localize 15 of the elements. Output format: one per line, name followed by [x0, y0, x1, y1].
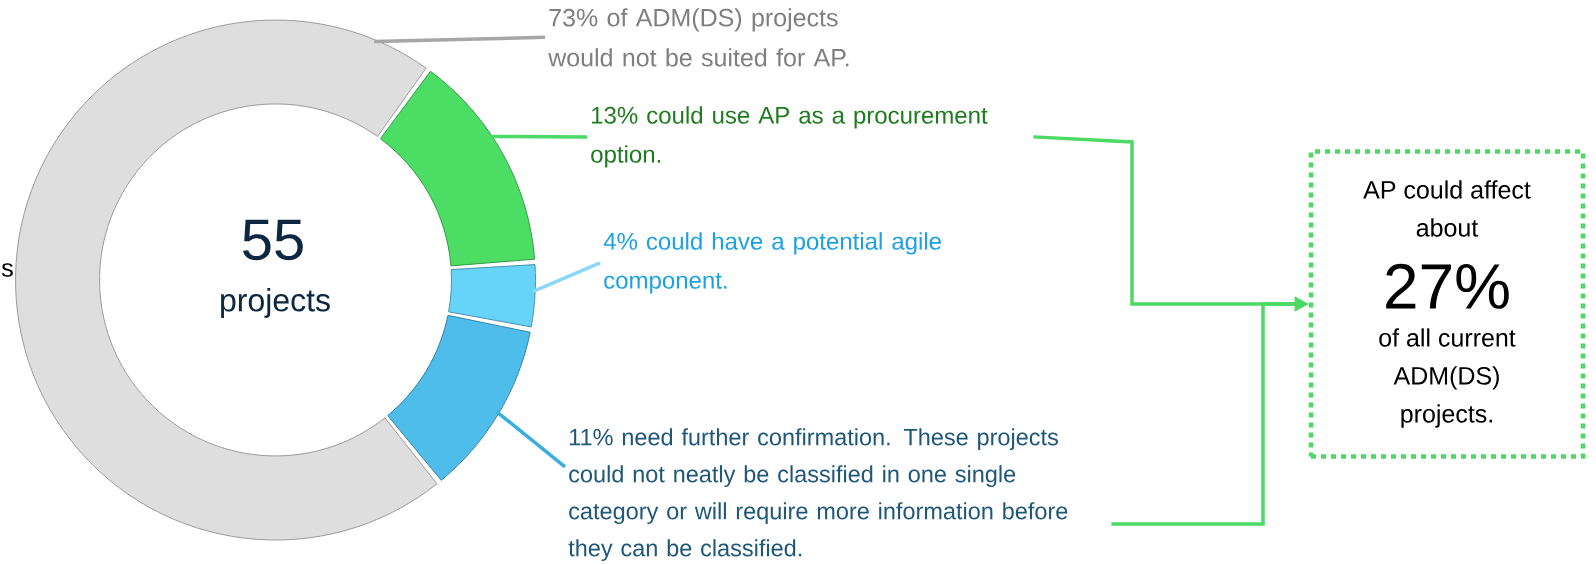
- label-text: 55: [243, 219, 303, 261]
- callout-text: 4% could have a potential agile component.: [603, 232, 941, 294]
- leader-line: [489, 134, 588, 139]
- leader-line: [496, 410, 567, 469]
- callout-text: 11% need further confirmation. These projects could not neatly be classified in one single category or will require more information before they can be classified.: [568, 428, 1068, 562]
- leader-line: [374, 35, 546, 44]
- callout-text: 73% of ADM(DS) projects would not be suited for AP.: [548, 8, 849, 67]
- summary-box: AP could affect about 27% of all current ADM(DS) projects.: [1308, 149, 1586, 459]
- donut-segment: [387, 314, 531, 481]
- donut-segment: [448, 264, 536, 328]
- callout-text: 13% could use AP as a procurement option.: [591, 106, 988, 168]
- leader-line: [532, 261, 601, 293]
- donut-segment: [379, 70, 536, 267]
- label-text: projects: [221, 288, 330, 318]
- donut-segment: [15, 19, 438, 541]
